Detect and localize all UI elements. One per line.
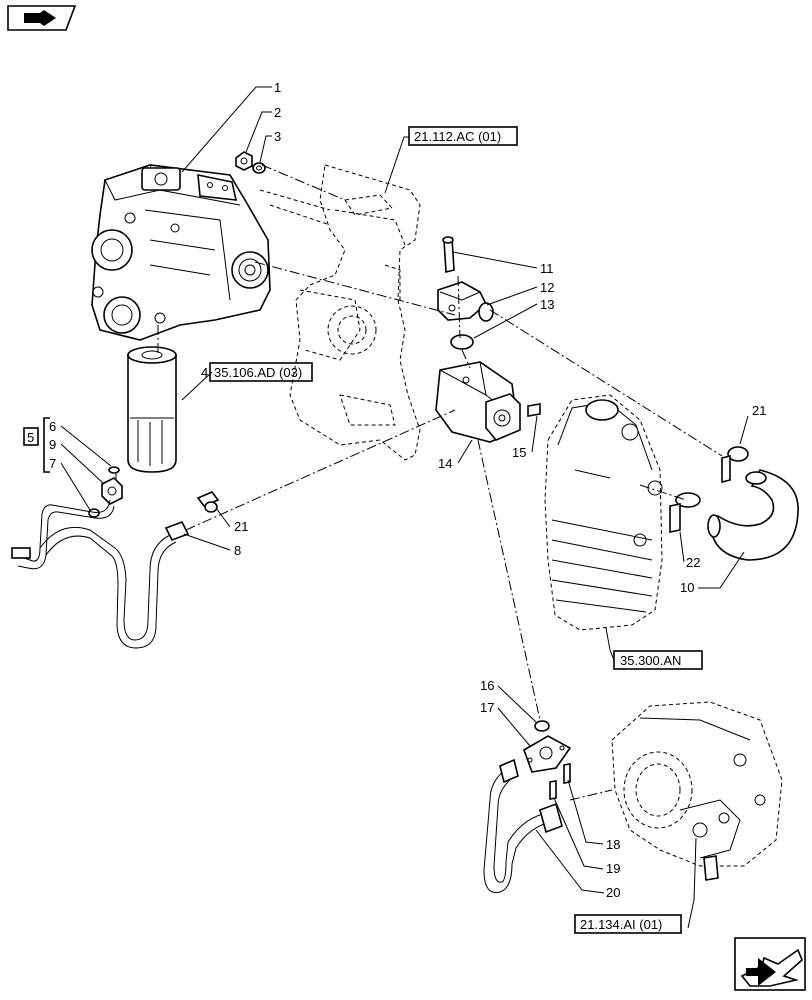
- assembly-center-lines: [115, 164, 723, 801]
- callout-8: 8: [234, 543, 241, 558]
- bolt-part-11: [442, 236, 455, 274]
- svg-text:35.300.AN: 35.300.AN: [620, 653, 681, 668]
- callout-7: 7: [49, 456, 56, 471]
- callout-16: 16: [480, 678, 494, 693]
- callout-11: 11: [540, 261, 554, 276]
- callout-3: 3: [274, 129, 281, 144]
- fitting-part-21-lower: [196, 491, 220, 513]
- callout-4: 4: [201, 365, 208, 380]
- o-ring-part-13: [450, 334, 474, 350]
- callout-21-upper: 21: [752, 403, 766, 418]
- callout-2: 2: [274, 105, 281, 120]
- callout-15: 15: [512, 445, 526, 460]
- callout-5: 5: [27, 430, 34, 445]
- svg-text:21.112.AC (01): 21.112.AC (01): [414, 129, 501, 144]
- callout-20: 20: [606, 885, 620, 900]
- callout-6: 6: [49, 419, 56, 434]
- reference-box-21-134-ai[interactable]: 21.134.AI (01): [574, 914, 682, 934]
- svg-text:21.134.AI (01): 21.134.AI (01): [580, 917, 662, 932]
- callout-14: 14: [438, 456, 452, 471]
- flange-part-17: [523, 735, 572, 773]
- clamp-part-21-upper: [721, 446, 749, 484]
- callout-9: 9: [49, 437, 56, 452]
- fitting-part-9: [101, 477, 123, 505]
- callout-22: 22: [686, 555, 700, 570]
- svg-text:35.106.AD (03): 35.106.AD (03): [214, 365, 302, 380]
- gearbox-housing-outline: [259, 164, 421, 461]
- screw-part-15: [527, 403, 541, 417]
- nut-part-2: [235, 151, 253, 171]
- screw-part-19: [549, 780, 557, 800]
- callout-21-lower: 21: [234, 519, 248, 534]
- lower-pump-assembly: [611, 701, 783, 881]
- hydraulic-pump-part-1: [91, 164, 271, 341]
- book-hand-icon[interactable]: [7, 5, 77, 31]
- callout-numbers: 1 2 3 4 5 6 9 7 21 8 11 12 13 14 15 21 2…: [27, 80, 766, 900]
- callout-17: 17: [480, 700, 494, 715]
- callout-13: 13: [540, 297, 554, 312]
- clamp-part-22: [669, 492, 701, 533]
- elbow-fitting-part-12: [437, 281, 494, 322]
- washer-part-3: [252, 162, 266, 174]
- callout-18: 18: [606, 837, 620, 852]
- kit-bracket-part-5: [23, 417, 50, 473]
- o-ring-part-16: [534, 720, 550, 732]
- reference-box-35-106-ad[interactable]: 35.106.AD (03): [209, 362, 313, 382]
- o-ring-part-6: [108, 466, 120, 474]
- hydraulic-pipe-part-8: [11, 499, 190, 649]
- callout-1: 1: [274, 80, 281, 95]
- callout-leader-lines: [60, 86, 749, 929]
- next-page-arrow-icon[interactable]: [734, 937, 806, 991]
- hose-part-10: [707, 469, 799, 561]
- screw-part-18: [563, 763, 571, 784]
- drive-housing-assembly: [544, 394, 663, 631]
- reference-box-35-300-an[interactable]: 35.300.AN: [613, 650, 703, 670]
- callout-12: 12: [540, 280, 554, 295]
- callout-10: 10: [680, 580, 694, 595]
- callout-19: 19: [606, 861, 620, 876]
- filter-cartridge-part-4: [127, 346, 177, 473]
- gear-pump-part-14: [435, 361, 521, 443]
- o-ring-part-7: [88, 508, 100, 518]
- reference-box-21-112-ac[interactable]: 21.112.AC (01): [408, 126, 518, 146]
- hose-part-20: [483, 758, 563, 894]
